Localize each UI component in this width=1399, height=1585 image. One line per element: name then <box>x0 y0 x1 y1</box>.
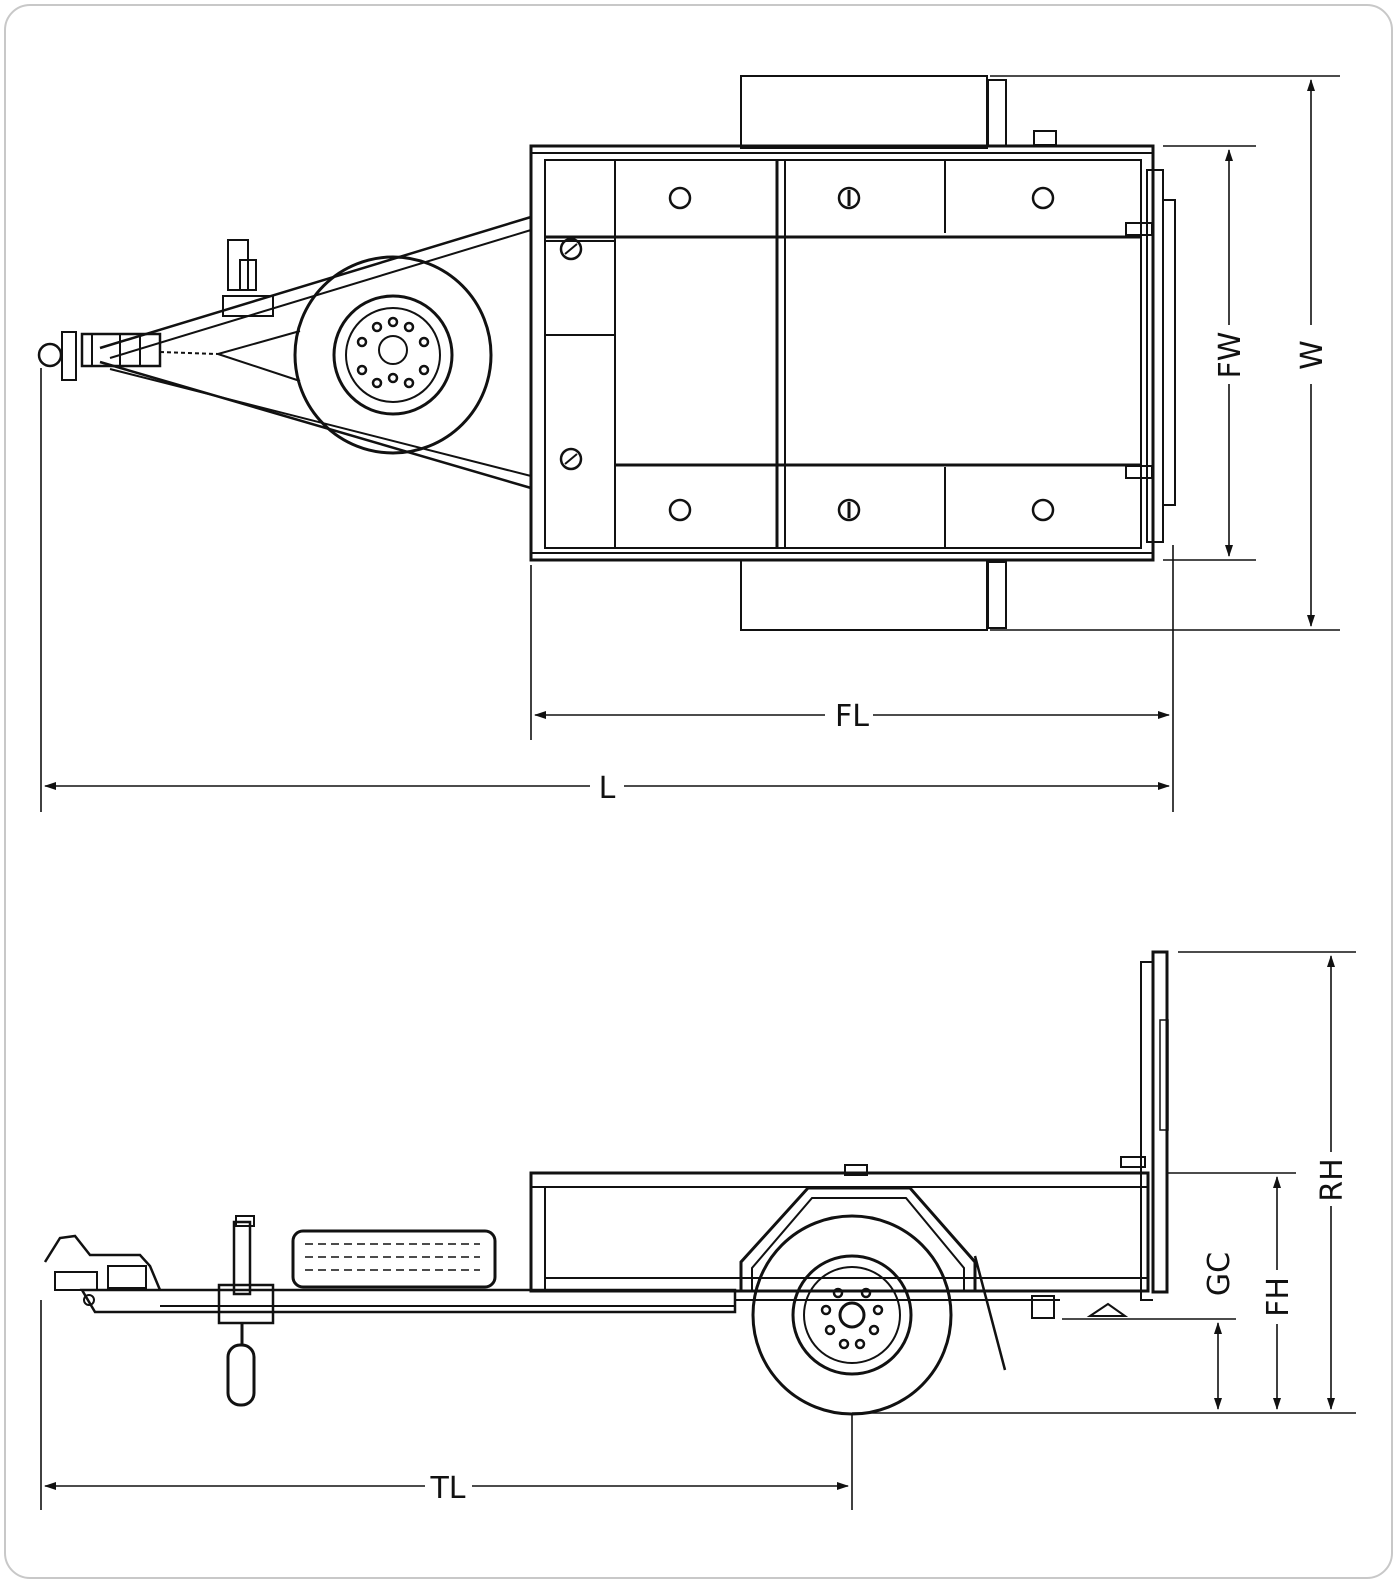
ramp-gate <box>1151 950 1169 1294</box>
road-wheel <box>751 1214 953 1416</box>
dimension-label-fw: FW <box>1213 332 1248 379</box>
fender-bottom <box>740 559 988 631</box>
dimension-label-l: L <box>599 771 616 806</box>
side-view <box>43 950 1169 1416</box>
coupler-top <box>37 331 219 381</box>
dimension-label-rh: RH <box>1315 1158 1350 1201</box>
dimension-label-fh: FH <box>1261 1277 1296 1317</box>
top-view-dimensions <box>40 75 1340 812</box>
jack-side <box>217 1215 275 1407</box>
spare-tire-side <box>291 1229 497 1289</box>
dimension-label-tl: TL <box>429 1471 465 1506</box>
tongue-lower-rail <box>99 360 532 490</box>
side-view-dimensions <box>40 951 1356 1510</box>
deck-side <box>529 1171 1150 1293</box>
jack-top <box>222 239 274 317</box>
drawing-frame <box>4 4 1393 1579</box>
spare-wheel-top <box>293 255 493 455</box>
fender-top <box>740 75 988 149</box>
deck-frame <box>529 144 1155 562</box>
dimension-label-gc: GC <box>1202 1252 1237 1296</box>
coupler-side <box>43 1234 162 1306</box>
tongue-upper-rail <box>99 215 532 350</box>
top-view <box>37 75 1176 631</box>
dimension-label-fl: FL <box>835 699 869 734</box>
dimension-label-w: W <box>1295 340 1330 370</box>
